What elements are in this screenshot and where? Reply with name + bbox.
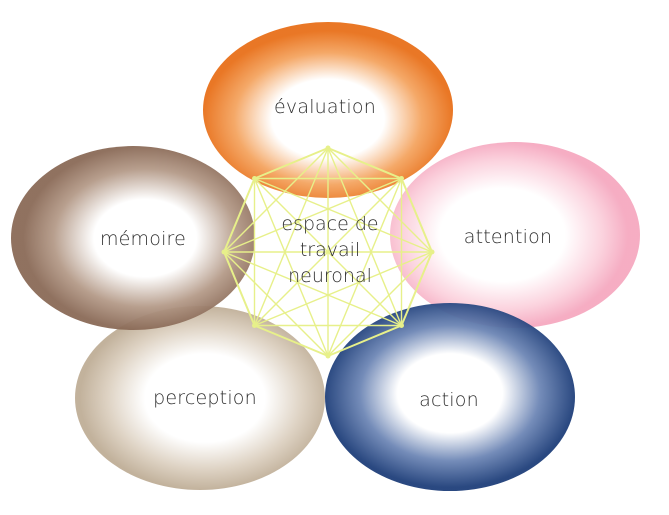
network-link	[223, 178, 256, 253]
network-link	[327, 147, 402, 180]
network-link	[253, 147, 329, 326]
network-link	[223, 251, 256, 326]
perception-label: perception	[153, 387, 257, 409]
network-link	[223, 251, 402, 327]
network-link	[254, 324, 329, 357]
network-node	[429, 249, 435, 255]
network-link	[400, 178, 433, 253]
neuronal-network	[221, 145, 435, 359]
network-node	[252, 176, 257, 181]
workspace-label-line-3: neuronal	[288, 265, 372, 287]
network-link	[254, 251, 433, 327]
network-link	[253, 178, 329, 357]
network-link	[254, 177, 433, 253]
network-node	[325, 353, 331, 359]
workspace-label: espace de travail neuronal	[281, 211, 378, 289]
network-link	[327, 324, 402, 357]
action-ellipse	[325, 303, 575, 491]
network-node	[221, 249, 227, 255]
network-link	[254, 147, 329, 180]
evaluation-label: évaluation	[274, 96, 376, 118]
network-link	[400, 251, 433, 326]
perception-ellipse	[75, 306, 325, 490]
attention-label: attention	[463, 226, 553, 248]
memoire-label: mémoire	[99, 228, 187, 250]
network-link	[223, 177, 402, 253]
network-link	[254, 178, 402, 326]
network-node	[252, 323, 257, 328]
workspace-label-line-2: travail	[299, 239, 361, 261]
network-link	[327, 147, 403, 326]
memoire-ellipse	[11, 146, 255, 330]
network-link	[327, 178, 403, 357]
evaluation-ellipse	[203, 22, 453, 198]
network-node	[399, 176, 404, 181]
network-link	[223, 251, 329, 357]
attention-ellipse	[390, 142, 640, 328]
network-node	[325, 145, 331, 151]
network-node	[399, 323, 404, 328]
action-label: action	[419, 389, 479, 411]
workspace-label-line-1: espace de	[281, 213, 379, 235]
